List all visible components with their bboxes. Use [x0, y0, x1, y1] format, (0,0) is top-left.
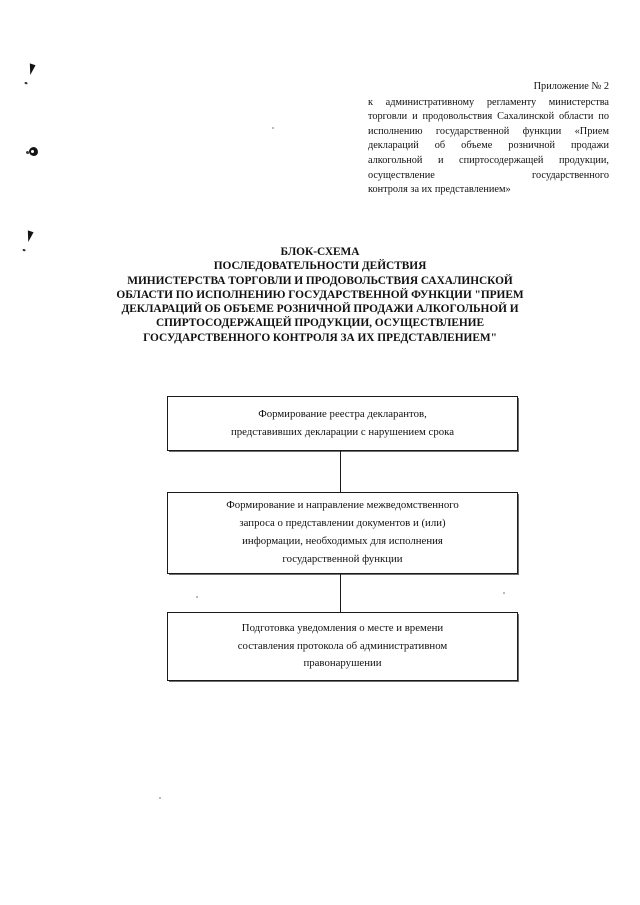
flowchart-node-3-text: Подготовка уведомления о месте и времени… [224, 620, 462, 673]
flowchart-node-line: правонарушении [303, 657, 382, 670]
page-title-line: ДЕКЛАРАЦИЙ ОБ ОБЪЕМЕ РОЗНИЧНОЙ ПРОДАЖИ А… [121, 303, 519, 316]
appendix-reference-body-text: к административному регламенту министерс… [368, 96, 609, 181]
page-title-line: ГОСУДАРСТВЕННОГО КОНТРОЛЯ ЗА ИХ ПРЕДСТАВ… [143, 331, 497, 344]
flowchart-connector-1-to-2 [340, 451, 341, 492]
page-title-line: БЛОК-СХЕМА [280, 246, 360, 258]
flowchart-node-2-text: Формирование и направление межведомствен… [212, 497, 473, 568]
page-title-line: ПОСЛЕДОВАТЕЛЬНОСТИ ДЕЙСТВИЯ [213, 260, 427, 273]
appendix-reference-title: Приложение № 2 [533, 81, 609, 92]
page-title-line: СПИРТОСОДЕРЖАЩЕЙ ПРОДУКЦИИ, ОСУЩЕСТВЛЕНИ… [155, 317, 485, 330]
page-title-line: МИНИСТЕРСТВА ТОРГОВЛИ И ПРОДОВОЛЬСТВИЯ С… [127, 274, 513, 287]
flowchart-node-line: информации, необходимых для исполнения [242, 535, 443, 547]
flowchart-node-line: Формирование и направление межведомствен… [226, 499, 459, 512]
page-dust-speck [159, 797, 161, 799]
page-title-line: ОБЛАСТИ ПО ИСПОЛНЕНИЮ ГОСУДАРСТВЕННОЙ ФУ… [116, 288, 524, 301]
page-title: БЛОК-СХЕМА ПОСЛЕДОВАТЕЛЬНОСТИ ДЕЙСТВИЯ М… [60, 245, 580, 345]
flowchart-node-3: Подготовка уведомления о месте и времени… [167, 612, 518, 681]
flowchart-node-line: представивших декларации с нарушением ср… [230, 425, 455, 438]
flowchart-connector-2-to-3 [340, 574, 341, 612]
flowchart-node-2: Формирование и направление межведомствен… [167, 492, 518, 574]
flowchart-node-line: составления протокола об административно… [237, 639, 448, 652]
page-dust-speck [196, 596, 198, 598]
margin-ink-blob [29, 147, 38, 156]
flowchart-node-line: запроса о представлении документов и (ил… [239, 517, 446, 530]
margin-ink-speck [26, 63, 36, 76]
flowchart-node-1: Формирование реестра декларантов, предст… [167, 396, 518, 451]
flowchart-node-1-text: Формирование реестра декларантов, предст… [217, 406, 468, 442]
appendix-reference-block: Приложение № 2 к административному регла… [368, 80, 609, 198]
margin-ink-speck [24, 230, 34, 243]
flowchart-node-line: Формирование реестра декларантов, [258, 407, 427, 420]
appendix-reference-body: к административному регламенту министерс… [368, 96, 609, 198]
page-dust-speck [272, 127, 274, 129]
page-dust-speck [503, 592, 505, 594]
flowchart-node-line: государственной функции [282, 552, 403, 565]
flowchart-node-line: Подготовка уведомления о месте и времени [241, 621, 444, 634]
appendix-reference-body-last-line: контроля за их представлением» [368, 184, 511, 196]
